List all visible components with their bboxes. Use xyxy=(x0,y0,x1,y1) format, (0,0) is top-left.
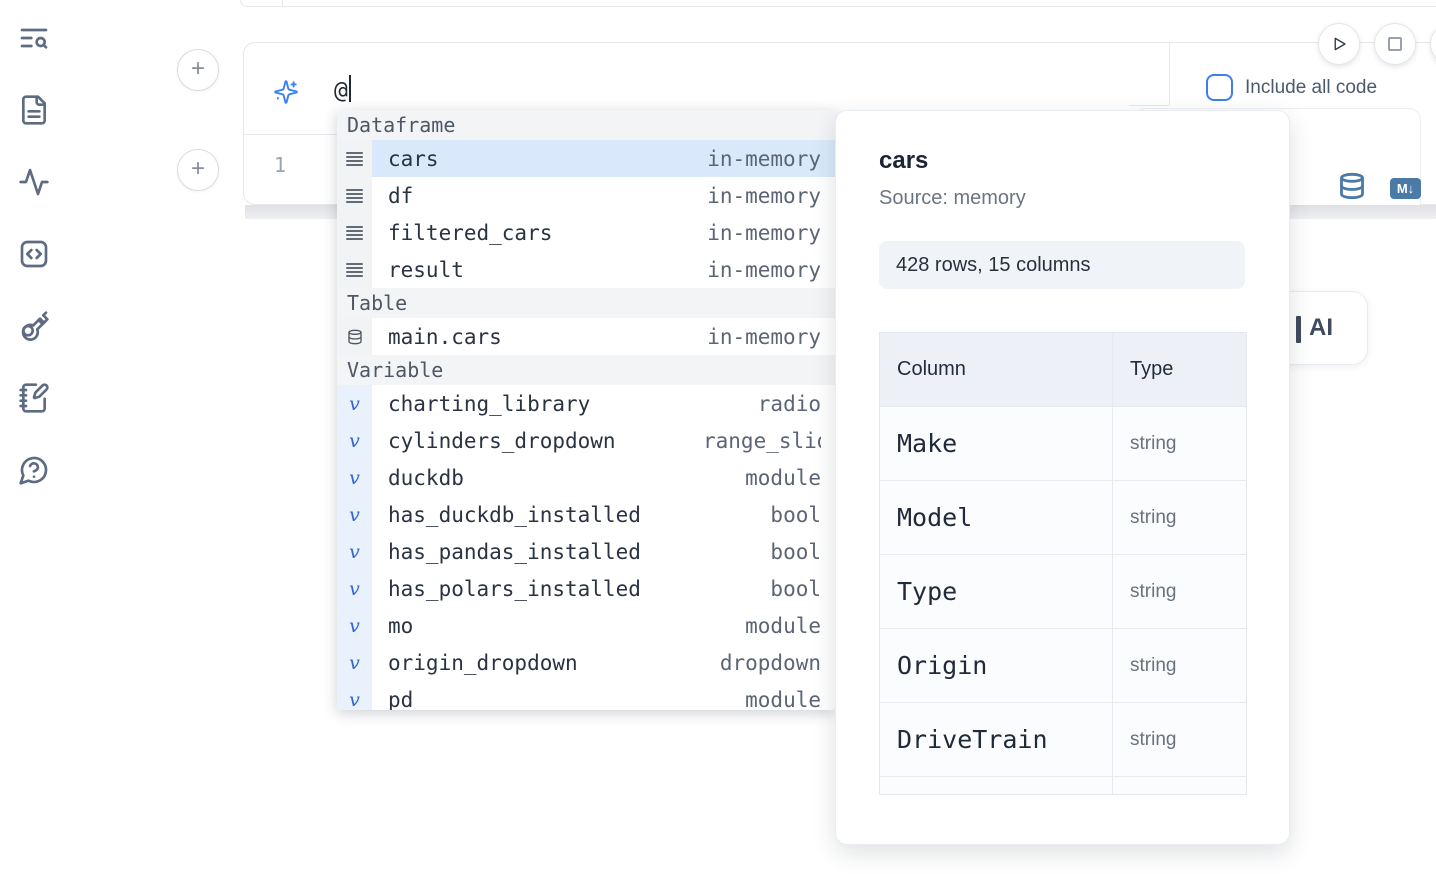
preview-title: cars xyxy=(879,147,929,174)
key-icon[interactable] xyxy=(18,310,50,342)
variable-icon: v xyxy=(337,607,372,644)
variable-icon: v xyxy=(337,570,372,607)
dataframe-icon xyxy=(337,214,372,251)
variable-icon: v xyxy=(337,385,372,422)
previous-cell-sliver xyxy=(240,0,1436,7)
include-all-code-control: Include all code xyxy=(1206,74,1377,101)
variable-icon: v xyxy=(337,681,372,710)
markdown-icon[interactable]: M↓ xyxy=(1390,178,1421,199)
table-row: Make string xyxy=(880,406,1246,480)
stop-icon xyxy=(1388,37,1402,51)
ai-card-label: AI xyxy=(1309,314,1333,341)
database-icon[interactable] xyxy=(1338,172,1366,200)
help-chat-icon[interactable] xyxy=(18,454,50,486)
schema-header-row: Column Type xyxy=(880,333,1246,406)
left-sidebar xyxy=(18,22,50,486)
table-row: DriveTrain string xyxy=(880,702,1246,776)
file-text-icon[interactable] xyxy=(18,94,50,126)
variable-icon: v xyxy=(337,496,372,533)
add-cell-above-button[interactable]: + xyxy=(177,49,219,91)
activity-icon[interactable] xyxy=(18,166,50,198)
ai-prompt-value: @ xyxy=(334,78,348,104)
line-number: 1 xyxy=(273,153,287,177)
dataframe-icon xyxy=(337,140,372,177)
preview-source: Source: memory xyxy=(879,187,1026,209)
table-row-partial xyxy=(880,776,1246,794)
dataframe-icon xyxy=(337,251,372,288)
code-square-icon[interactable] xyxy=(18,238,50,270)
section-header-dataframe: Dataframe xyxy=(337,110,835,140)
include-all-code-checkbox[interactable] xyxy=(1206,74,1233,101)
variable-icon: v xyxy=(337,422,372,459)
schema-table: Column Type Make string Model string Typ… xyxy=(879,332,1247,795)
sparkles-icon xyxy=(273,79,299,105)
cell-right-divider xyxy=(1169,43,1170,105)
ai-prompt-input[interactable]: @ xyxy=(334,75,351,104)
schema-header-column: Column xyxy=(897,358,966,380)
add-cell-below-button[interactable]: + xyxy=(177,149,219,191)
table-row: Origin string xyxy=(880,628,1246,702)
dataframe-icon xyxy=(337,177,372,214)
section-header-variable: Variable xyxy=(337,355,835,385)
section-header-table: Table xyxy=(337,288,835,318)
run-cell-button[interactable] xyxy=(1318,23,1360,65)
clipped-letter-fragment xyxy=(1296,316,1301,343)
table-database-icon xyxy=(337,318,372,355)
variable-icon: v xyxy=(337,533,372,570)
dataframe-preview-panel: cars Source: memory 428 rows, 15 columns… xyxy=(835,110,1290,845)
variable-icon: v xyxy=(337,644,372,681)
stop-cell-button[interactable] xyxy=(1374,23,1416,65)
include-all-code-label: Include all code xyxy=(1245,76,1378,98)
preview-shape-badge: 428 rows, 15 columns xyxy=(879,241,1245,289)
variable-icon: v xyxy=(337,459,372,496)
notebook-pen-icon[interactable] xyxy=(18,382,50,414)
schema-header-type: Type xyxy=(1130,358,1174,380)
list-search-icon[interactable] xyxy=(18,22,50,54)
table-row: Model string xyxy=(880,480,1246,554)
table-row: Type string xyxy=(880,554,1246,628)
cell-right-hdivider xyxy=(1129,105,1169,106)
text-caret xyxy=(348,75,351,102)
